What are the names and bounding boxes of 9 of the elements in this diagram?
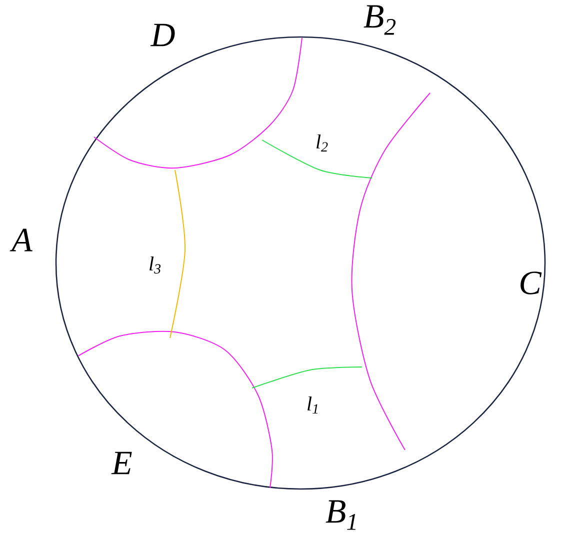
line-label: l$_{3}$ — [150, 256, 161, 274]
point-label: D — [150, 24, 175, 46]
line-label: l$_{1}$ — [308, 396, 318, 414]
point-label: B$_{2}$ — [364, 5, 396, 35]
point-label: B$_{1}$ — [326, 500, 356, 530]
point-label: C — [520, 272, 542, 294]
point-label: A — [10, 228, 32, 252]
line-label: l$_{2}$ — [316, 134, 328, 152]
point-label: E — [111, 452, 132, 474]
